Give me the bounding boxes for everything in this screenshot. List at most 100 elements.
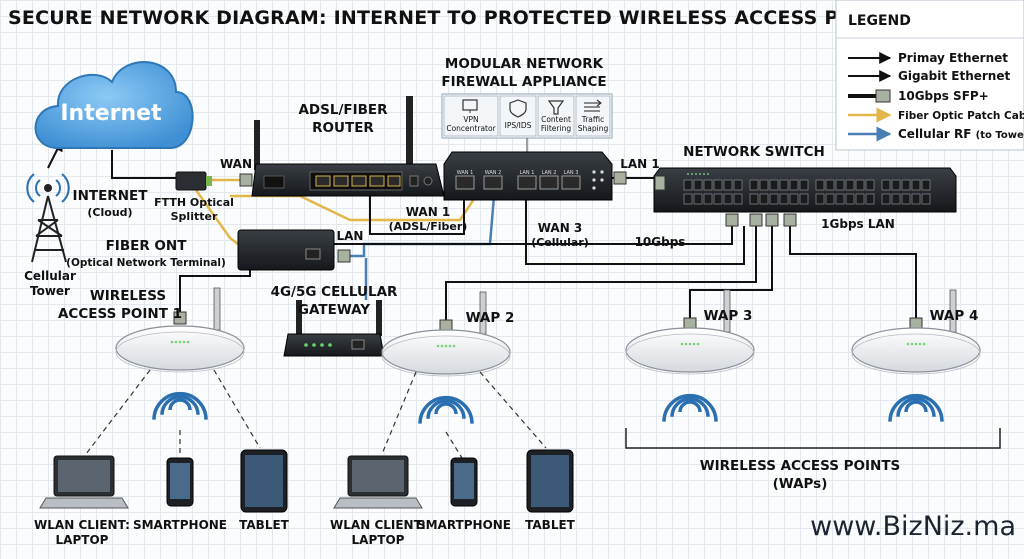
- cable-switch-wap3: [689, 222, 773, 318]
- module-traffic-shaping[interactable]: Traffic Shaping: [575, 95, 611, 137]
- router-label-2: ROUTER: [312, 120, 374, 136]
- fw-port-lan3[interactable]: [561, 175, 581, 190]
- laptop-display: [352, 460, 404, 492]
- switch-port: [921, 179, 931, 191]
- cellular-gateway[interactable]: [283, 300, 385, 357]
- cable-wan3-switch: [525, 196, 745, 265]
- internet-cloud[interactable]: Internet: [34, 60, 194, 149]
- shield-icon: [509, 99, 527, 118]
- switch-led: [707, 173, 709, 175]
- tower-label-2: Tower: [30, 284, 70, 298]
- wap-led: [910, 342, 914, 346]
- g1-phone-label: SMARTPHONE: [133, 518, 227, 532]
- legend-item-primary: Primay Ethernet: [898, 51, 1008, 65]
- ont-lan-port: [337, 249, 351, 263]
- firewall-appliance[interactable]: WAN 1 WAN 2 LAN 1 LAN 2 LAN 3: [443, 151, 613, 201]
- adsl-fiber-router[interactable]: [251, 96, 445, 197]
- wan3-sub: (Cellular): [531, 236, 589, 249]
- fw-port-lan1[interactable]: [517, 175, 537, 190]
- gateway-label-1: 4G/5G CELLULAR: [271, 284, 398, 300]
- arrows-icon: [584, 99, 602, 112]
- module-vpn[interactable]: VPN Concentrator: [443, 95, 499, 137]
- legend-item-fiber: Fiber Optic Patch Cable: [898, 110, 1024, 122]
- switch-port: [865, 193, 875, 205]
- wap-led: [186, 340, 190, 344]
- switch-label: NETWORK SWITCH: [683, 144, 825, 160]
- laptop-base: [39, 497, 129, 509]
- g1-tablet-icon[interactable]: [240, 449, 288, 513]
- page-title: SECURE NETWORK DIAGRAM: INTERNET TO PROT…: [8, 7, 905, 29]
- switch-port: [759, 193, 769, 205]
- g2-tablet-icon[interactable]: [526, 449, 574, 513]
- fw-lan-out-port: [613, 171, 627, 185]
- wifi-icon: [670, 397, 710, 417]
- network-switch[interactable]: [653, 167, 957, 213]
- g2-laptop-label-2: LAPTOP: [352, 533, 405, 547]
- g2-phone-label: SMARTPHONE: [417, 518, 511, 532]
- wireless-link: [85, 369, 151, 455]
- wireless-link: [381, 371, 417, 455]
- laptop-base: [333, 497, 423, 509]
- module-content-line2: Filtering: [541, 124, 571, 133]
- g1-phone-icon[interactable]: [166, 457, 194, 507]
- splitter-label-1: FTTH Optical: [154, 196, 234, 209]
- g1-laptop-icon[interactable]: [39, 455, 129, 509]
- firewall-label-2: FIREWALL APPLIANCE: [441, 74, 606, 90]
- switch-port: [835, 193, 845, 205]
- switch-port: [713, 179, 723, 191]
- wifi-icon: [152, 391, 208, 420]
- wan1-label: WAN 1: [406, 205, 451, 219]
- phone-screen: [454, 463, 474, 499]
- switch-port: [693, 179, 703, 191]
- wap-led: [182, 340, 186, 344]
- switch-port: [749, 179, 759, 191]
- switch-port: [733, 179, 743, 191]
- switch-port: [723, 193, 733, 205]
- wifi-icon: [678, 400, 702, 413]
- wap-rim: [851, 333, 981, 375]
- ont-sub: (Optical Network Terminal): [66, 257, 226, 269]
- fw-port-label-lan3: LAN 3: [564, 170, 579, 176]
- module-content-filter[interactable]: Content Filtering: [537, 95, 575, 137]
- module-ips[interactable]: IPS/IDS: [499, 95, 537, 137]
- switch-port: [683, 193, 693, 205]
- wap1-label-2: ACCESS POINT 1: [58, 306, 182, 322]
- wan3-label: WAN 3: [538, 221, 583, 235]
- fw-port-lan2[interactable]: [539, 175, 559, 190]
- wifi-icon: [426, 399, 466, 419]
- wap-led: [688, 342, 692, 346]
- tablet-screen: [531, 455, 569, 507]
- funnel-icon: [547, 100, 565, 115]
- g2-phone-icon[interactable]: [450, 457, 478, 507]
- wifi-icon: [168, 398, 192, 411]
- wap-rim: [625, 333, 755, 375]
- internet-sub: (Cloud): [87, 206, 132, 219]
- switch-port: [779, 179, 789, 191]
- legend-cellular-label: Cellular RF: [898, 127, 971, 141]
- legend-cellular-note: (to Tower): [976, 130, 1024, 141]
- g1-tablet-label: TABLET: [239, 518, 290, 532]
- fw-port-label-lan1: LAN 1: [520, 170, 535, 176]
- wap-1[interactable]: [115, 287, 245, 420]
- ftth-splitter[interactable]: [175, 171, 212, 191]
- switch-led: [699, 173, 701, 175]
- switch-port: [835, 179, 845, 191]
- wap-3[interactable]: [625, 289, 755, 422]
- switch-port: [921, 193, 931, 205]
- module-vpn-line1: VPN: [463, 115, 478, 124]
- fiber-ont[interactable]: [237, 229, 335, 271]
- fw-port-wan1[interactable]: [455, 175, 475, 190]
- router-wan-label: WAN: [220, 157, 252, 171]
- laptop-display: [58, 460, 110, 492]
- switch-port: [901, 193, 911, 205]
- wap-4[interactable]: [851, 289, 981, 422]
- g2-laptop-icon[interactable]: [333, 455, 423, 509]
- switch-lan-label: 1Gbps LAN: [821, 217, 895, 231]
- legend-item-sfp: 10Gbps SFP+: [898, 89, 989, 103]
- switch-port: [769, 179, 779, 191]
- fw-port-wan2[interactable]: [483, 175, 503, 190]
- tablet-screen: [245, 455, 283, 507]
- wap-2[interactable]: [381, 291, 511, 424]
- module-ips-line1: IPS/IDS: [505, 121, 532, 130]
- wap-led: [914, 342, 918, 346]
